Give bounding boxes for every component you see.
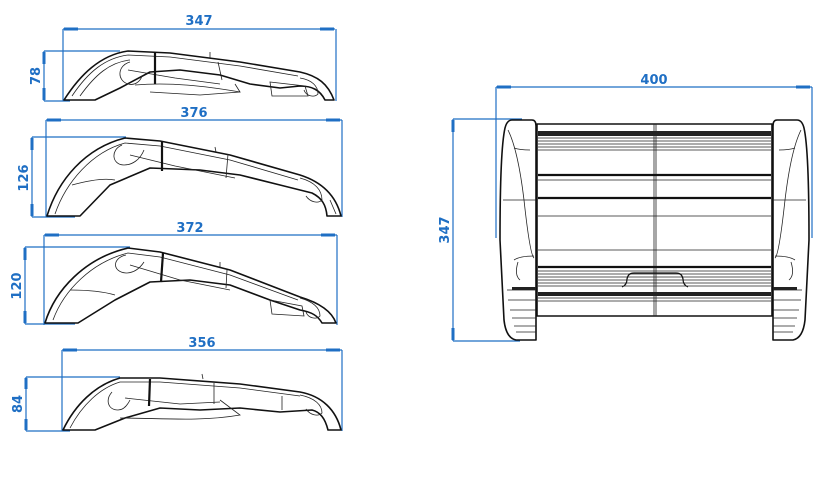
width-label: 347 — [185, 14, 212, 29]
height-label: 84 — [11, 395, 26, 413]
width-label: 372 — [176, 221, 203, 236]
width-label: 376 — [180, 106, 207, 121]
width-dimension: 400 — [495, 73, 813, 238]
front-view: 400 347 — [438, 73, 813, 342]
chair-profile — [44, 247, 337, 324]
height-label: 347 — [438, 216, 453, 243]
side-view-4: 356 84 — [11, 336, 343, 432]
height-dimension: 84 — [11, 376, 120, 432]
height-dimension: 120 — [10, 246, 130, 325]
side-view-3: 372 120 — [10, 221, 338, 325]
width-label: 400 — [640, 73, 667, 88]
height-label: 78 — [29, 67, 44, 85]
width-dimension: 376 — [45, 106, 343, 217]
width-dimension: 356 — [61, 336, 343, 431]
height-label: 126 — [17, 164, 32, 191]
side-view-2: 376 126 — [17, 106, 343, 218]
height-dimension: 78 — [29, 50, 120, 102]
chair-profile — [63, 50, 335, 101]
width-label: 356 — [188, 336, 215, 351]
height-dimension: 347 — [438, 118, 522, 342]
side-view-1: 347 78 — [29, 14, 337, 102]
height-dimension: 126 — [17, 136, 126, 218]
chair-profile — [46, 137, 342, 217]
chair-front-outline — [499, 119, 810, 341]
chair-profile — [62, 373, 342, 431]
width-dimension: 347 — [62, 14, 337, 101]
height-label: 120 — [10, 272, 25, 299]
width-dimension: 372 — [43, 221, 338, 325]
